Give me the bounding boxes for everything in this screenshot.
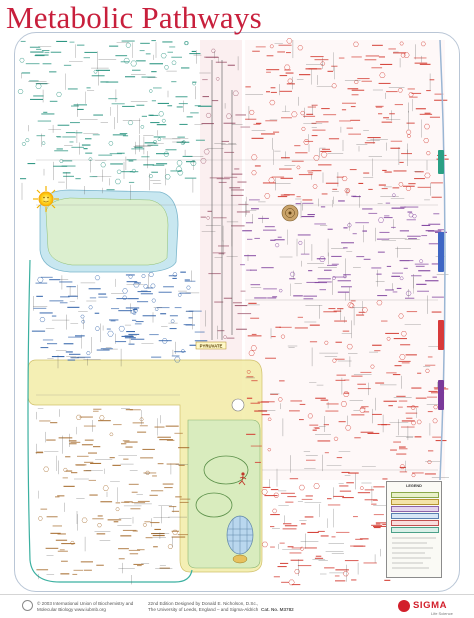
legend-swatch-central [391, 499, 439, 505]
runner-icon [238, 472, 247, 486]
credits-text: 22nd Edition Designed by Donald E. Nicho… [148, 601, 258, 613]
copyright-text: © 2003 International Union of Biochemist… [37, 601, 133, 613]
region-tints [27, 40, 445, 583]
atp-synthase-icon [226, 515, 254, 564]
copyright-line-2: Molecular Biology www.iubmb.org [37, 606, 106, 612]
purple-organelle-icon [281, 204, 299, 222]
right-edge-bands [438, 39, 446, 481]
legend-swatch-carbohydrate [391, 492, 439, 498]
poster-title: Metabolic Pathways [6, 0, 262, 35]
pathway-network [17, 38, 449, 586]
brand-tagline: Life Science [431, 611, 453, 616]
sigma-logo-mark [398, 600, 410, 612]
legend-title: LEGEND [406, 484, 422, 488]
iubmb-logo-icon [22, 600, 33, 611]
legend-swatch-nucleotide [391, 506, 439, 512]
legend-lines [392, 537, 436, 569]
catalog-number: Cat. No. M3782 [261, 607, 294, 612]
brand-name: SIGMA [413, 600, 448, 611]
poster-frame [14, 32, 460, 592]
electron-transport-chain [195, 398, 249, 518]
legend-swatch-amino-acid [391, 520, 439, 526]
legend-swatch-lipid [391, 513, 439, 519]
sigma-logo-icon: SIGMA Life Science [398, 600, 468, 616]
credits-line-2: The University of Leeds, England – and S… [148, 606, 259, 612]
pyruvate-node: PYRUVATE [195, 341, 227, 350]
copyright-line-1: © 2003 International Union of Biochemist… [37, 601, 134, 606]
poster-footer: © 2003 International Union of Biochemist… [0, 594, 474, 618]
svg-text:PYRUVATE: PYRUVATE [200, 344, 223, 349]
sun-icon [33, 186, 59, 212]
legend-swatch-cofactor [391, 527, 439, 533]
credits-line-1: 22nd Edition Designed by Donald E. Nicho… [148, 601, 259, 606]
legend-box: LEGEND [386, 481, 442, 578]
